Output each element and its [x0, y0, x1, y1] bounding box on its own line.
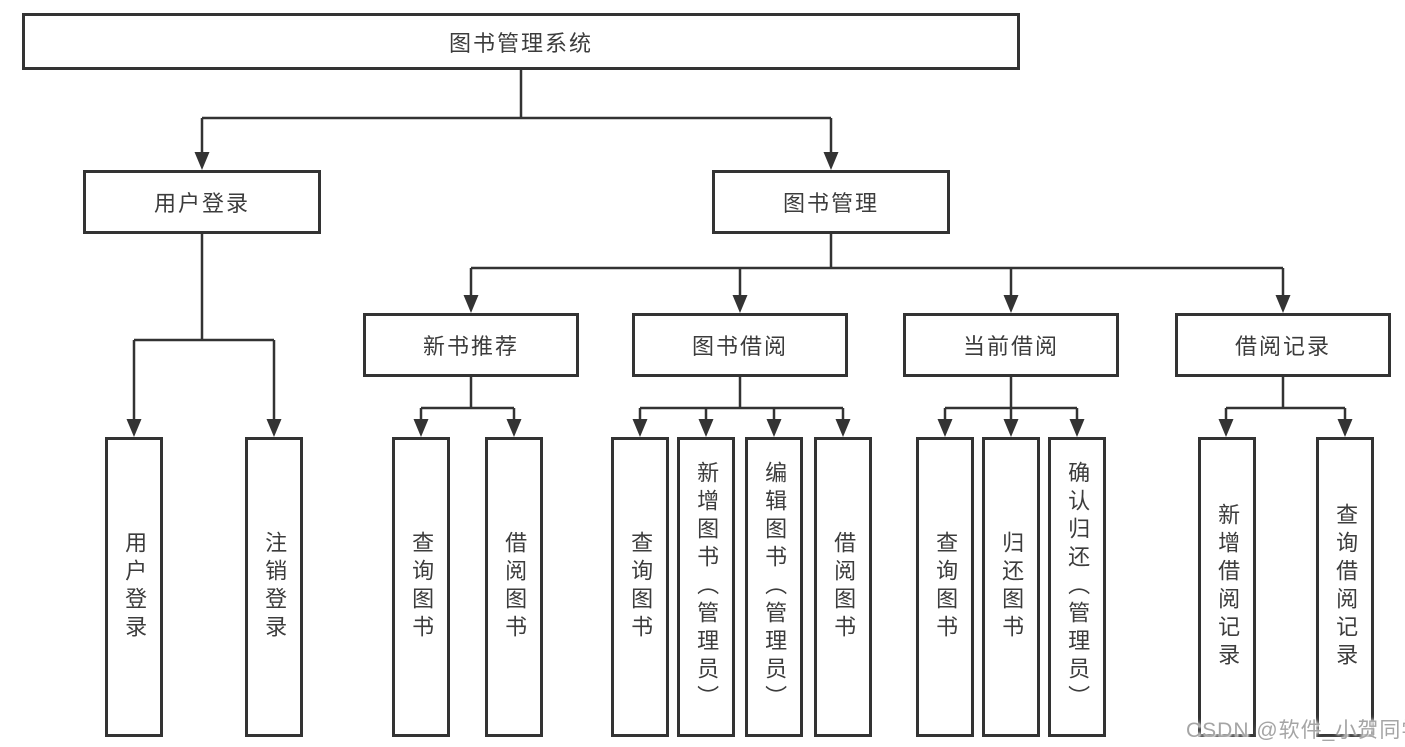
leaf-logout: 注销登录 — [245, 437, 303, 737]
node-root: 图书管理系统 — [22, 13, 1020, 70]
leaf-query-books-recommend: 查询图书 — [392, 437, 450, 737]
leaf-add-book-admin: 新增图书（管理员） — [677, 437, 735, 737]
leaf-return-book: 归还图书 — [982, 437, 1040, 737]
node-book-borrowing: 图书借阅 — [632, 313, 848, 377]
node-new-book-recommend: 新书推荐 — [363, 313, 579, 377]
leaf-query-borrow-record: 查询借阅记录 — [1316, 437, 1374, 737]
arrowhead-icons — [126, 152, 1353, 437]
node-book-management: 图书管理 — [712, 170, 950, 234]
connector-lines — [132, 70, 1347, 421]
leaf-query-books-current: 查询图书 — [916, 437, 974, 737]
node-user-login: 用户登录 — [83, 170, 321, 234]
leaf-add-borrow-record: 新增借阅记录 — [1198, 437, 1256, 737]
leaf-edit-book-admin: 编辑图书（管理员） — [745, 437, 803, 737]
leaf-borrow-books-recommend: 借阅图书 — [485, 437, 543, 737]
leaf-query-books-borrowing: 查询图书 — [611, 437, 669, 737]
node-borrowing-records: 借阅记录 — [1175, 313, 1391, 377]
watermark: CSDN @软件_小贺同学 — [1186, 719, 1405, 742]
leaf-borrow-books-borrowing: 借阅图书 — [814, 437, 872, 737]
leaf-user-login: 用户登录 — [105, 437, 163, 737]
leaf-confirm-return-admin: 确认归还（管理员） — [1048, 437, 1106, 737]
node-current-borrowing: 当前借阅 — [903, 313, 1119, 377]
